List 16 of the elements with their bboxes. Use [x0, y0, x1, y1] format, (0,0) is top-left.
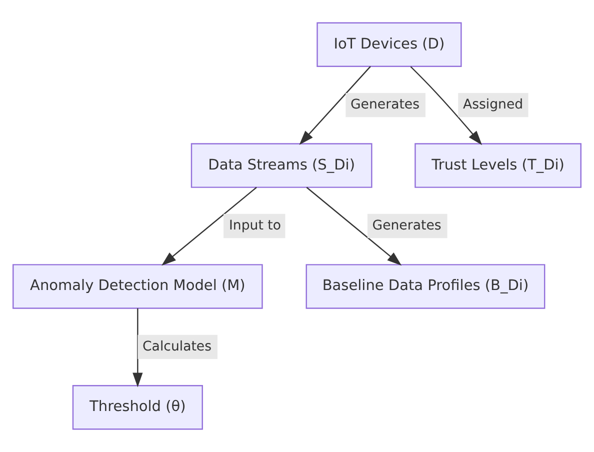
node-box: Data Streams (S_Di) — [190, 143, 372, 188]
node-box: Threshold (θ) — [72, 385, 203, 430]
edge-label: Input to — [228, 218, 281, 234]
node-box: Trust Levels (T_Di) — [414, 143, 582, 188]
node-box: IoT Devices (D) — [316, 22, 462, 67]
edge-label: Generates — [350, 97, 420, 112]
arrow — [299, 66, 371, 145]
arrow — [410, 66, 482, 146]
arrow — [306, 186, 402, 266]
edge-label: Assigned — [462, 97, 524, 112]
edge-label: Calculates — [142, 339, 212, 354]
node-box: Anomaly Detection Model (M) — [12, 264, 263, 309]
edge-label: Generates — [372, 218, 442, 234]
node-box: Baseline Data Profiles (B_Di) — [306, 264, 546, 309]
arrow — [162, 186, 257, 266]
arrow — [132, 308, 143, 388]
